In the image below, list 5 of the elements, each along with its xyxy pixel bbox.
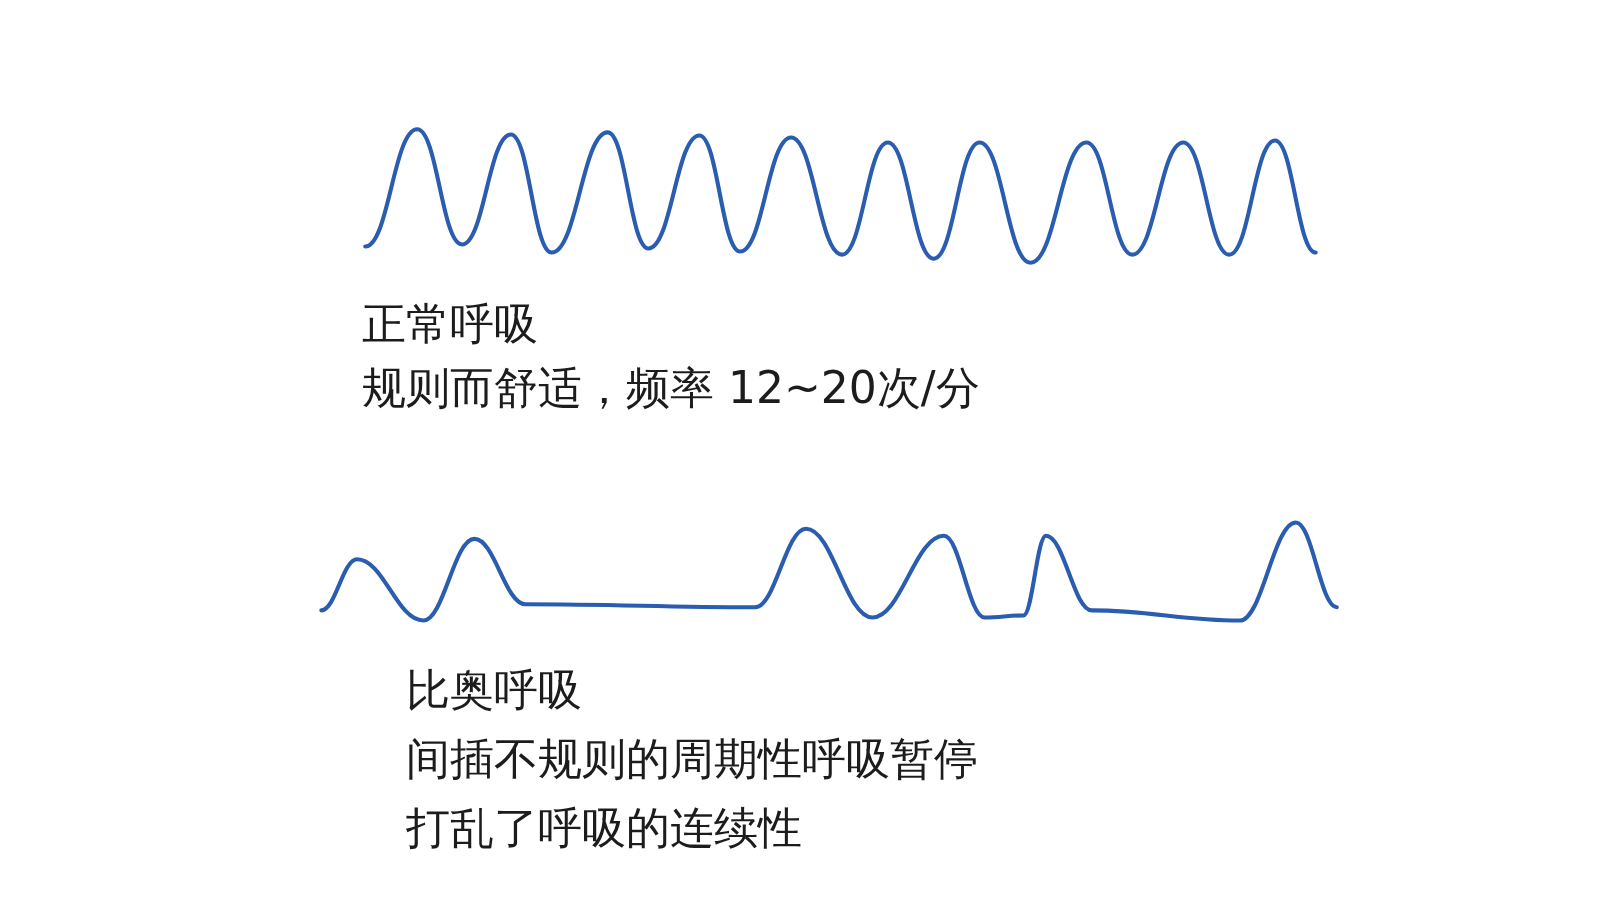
- wave-title: 正常呼吸: [362, 298, 538, 350]
- wave-description: 间插不规则的周期性呼吸暂停: [406, 733, 978, 785]
- wave-description: 打乱了呼吸的连续性: [406, 802, 802, 854]
- wave-description: 规则而舒适，频率 12~20次/分: [362, 362, 980, 414]
- wave-title: 比奥呼吸: [406, 664, 582, 716]
